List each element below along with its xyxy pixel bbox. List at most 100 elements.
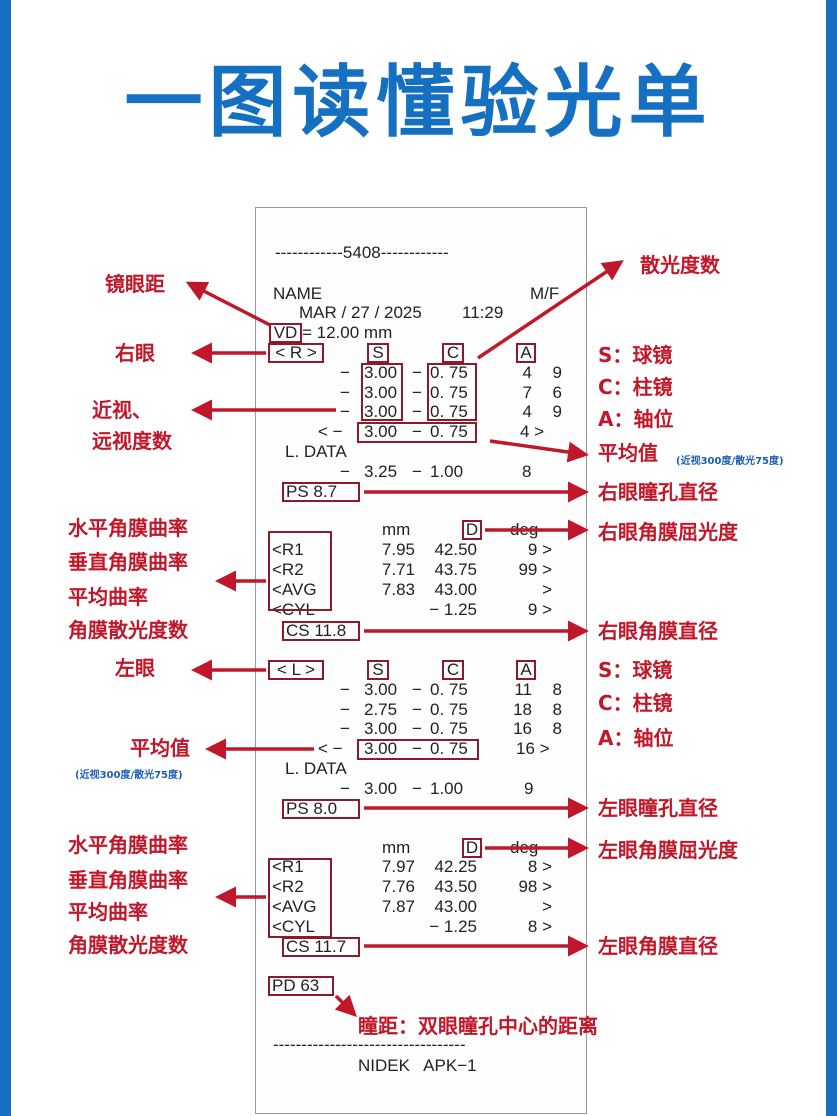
vd-label-box: VD [269, 323, 302, 343]
unit-diopter-box: D [462, 838, 482, 858]
sign: − [412, 402, 422, 421]
average-prefix: < − [318, 422, 343, 441]
kerato-mm: 7.83 [381, 580, 415, 599]
cylinder-value: 0. 75 [430, 700, 468, 719]
sphere-value: 3.00 [364, 363, 398, 382]
axis-value: 18 [513, 700, 532, 719]
kerato-label: <CYL [272, 917, 315, 936]
annotation-corneal-cyl: 角膜散光度数 [68, 618, 188, 642]
sign: − [412, 779, 422, 798]
average-prefix: < − [318, 739, 343, 758]
annotation-corneal-cyl-left: 角膜散光度数 [68, 933, 188, 957]
arrow-average-right [489, 439, 589, 463]
legend-s-left: S：球镜 [598, 658, 673, 682]
arrow-vd [185, 281, 271, 327]
confidence-value: 9 [552, 402, 562, 421]
sign: − [412, 739, 422, 758]
kerato-deg: > [542, 897, 552, 916]
sign: − [412, 462, 422, 481]
sphere-value: 3.00 [364, 383, 398, 402]
cylinder-value: 0. 75 [430, 680, 468, 699]
confidence-value: 8 [552, 700, 562, 719]
cylinder-value: 0. 75 [430, 363, 468, 382]
kerato-label: <R1 [272, 540, 304, 559]
name-label: NAME [273, 284, 323, 303]
sphere-value: 3.00 [364, 402, 398, 421]
exam-date: MAR / 27 / 2025 [299, 303, 422, 322]
sphere-average: 3.00 [364, 739, 398, 758]
vd-value: = 12.00 mm [302, 323, 393, 342]
unit-diopter-box: D [462, 520, 482, 540]
kerato-diopter: − 1.25 [429, 917, 477, 936]
legend-c: C：柱镜 [598, 375, 673, 399]
kerato-deg: 98 > [518, 877, 552, 896]
sign: − [412, 422, 422, 441]
legend-c-left: C：柱镜 [598, 691, 673, 715]
receipt-header-dashes: ------------5408------------ [275, 243, 449, 262]
annotation-average-right: 平均值 [598, 441, 658, 465]
kerato-label: <R1 [272, 857, 304, 876]
cylinder-value: 1.00 [430, 779, 464, 798]
cylinder-average: 0. 75 [430, 422, 468, 441]
sign: − [340, 779, 350, 798]
cylinder-value: 0. 75 [430, 383, 468, 402]
kerato-label-box [268, 531, 332, 611]
annotation-vertical-k-left: 垂直角膜曲率 [68, 868, 188, 892]
right-eye-section: < R > S C A − 3.00 − 0. 75 4 9 − 3.00 − … [0, 343, 837, 643]
legend-a: A：轴位 [598, 407, 674, 431]
kerato-diopter: 43.75 [434, 560, 477, 579]
sign: − [340, 402, 350, 421]
left-border [0, 0, 11, 1116]
sign: − [340, 719, 350, 738]
kerato-mm: 7.95 [381, 540, 415, 559]
kerato-label: <R2 [272, 560, 304, 579]
annotation-mean-k-left: 平均曲率 [68, 900, 148, 924]
kerato-deg: > [542, 580, 552, 599]
sign: − [412, 700, 422, 719]
ldata-label: L. DATA [285, 759, 347, 778]
kerato-diopter: 42.25 [434, 857, 477, 876]
sphere-header: S [367, 343, 389, 363]
axis-value: 11 [514, 680, 532, 699]
kerato-deg: 8 > [527, 917, 552, 936]
confidence-value: 6 [552, 383, 562, 402]
sign: − [412, 363, 422, 382]
kerato-diopter: 43.00 [434, 897, 477, 916]
annotation-left-cornea-diameter: 左眼角膜直径 [598, 934, 718, 958]
axis-header: A [516, 343, 536, 363]
kerato-deg: 9 > [527, 540, 552, 559]
sign: − [340, 700, 350, 719]
annotation-vertical-k: 垂直角膜曲率 [68, 550, 188, 574]
annotation-right-eye: 右眼 [115, 341, 155, 365]
average-note-left: (近视300度/散光75度) [75, 770, 183, 781]
annotation-myopia-1: 近视、 [92, 398, 152, 422]
kerato-deg: 9 > [527, 600, 552, 619]
legend-a-left: A：轴位 [598, 726, 674, 750]
pupil-size-box: PS 8.7 [282, 482, 360, 502]
sign: − [412, 719, 422, 738]
ldata-label: L. DATA [285, 442, 347, 461]
sphere-value: 3.00 [364, 680, 398, 699]
sphere-header: S [367, 660, 389, 680]
kerato-mm: 7.97 [381, 857, 415, 876]
kerato-deg: 99 > [518, 560, 552, 579]
annotation-left-k-power: 左眼角膜屈光度 [598, 838, 738, 862]
annotation-right-pupil: 右眼瞳孔直径 [598, 480, 718, 504]
annotation-average-left: 平均值 [130, 736, 190, 760]
unit-mm: mm [382, 838, 411, 857]
arrow-pd [334, 994, 357, 1017]
confidence-value: 8 [552, 719, 562, 738]
cylinder-average: 0. 75 [430, 739, 468, 758]
footer-dashes: ---------------------------------- [273, 1035, 466, 1054]
sphere-value: 3.25 [364, 462, 398, 481]
cylinder-value: 0. 75 [430, 719, 468, 738]
sign: − [340, 363, 350, 382]
page-title: 一图读懂验光单 [124, 58, 713, 148]
axis-average: 16 > [516, 739, 550, 758]
axis-average: 4 > [520, 422, 545, 441]
arrow-cylinder [477, 260, 624, 360]
sphere-column-box [361, 363, 403, 421]
confidence-value: 9 [552, 363, 562, 382]
sign: − [412, 680, 422, 699]
